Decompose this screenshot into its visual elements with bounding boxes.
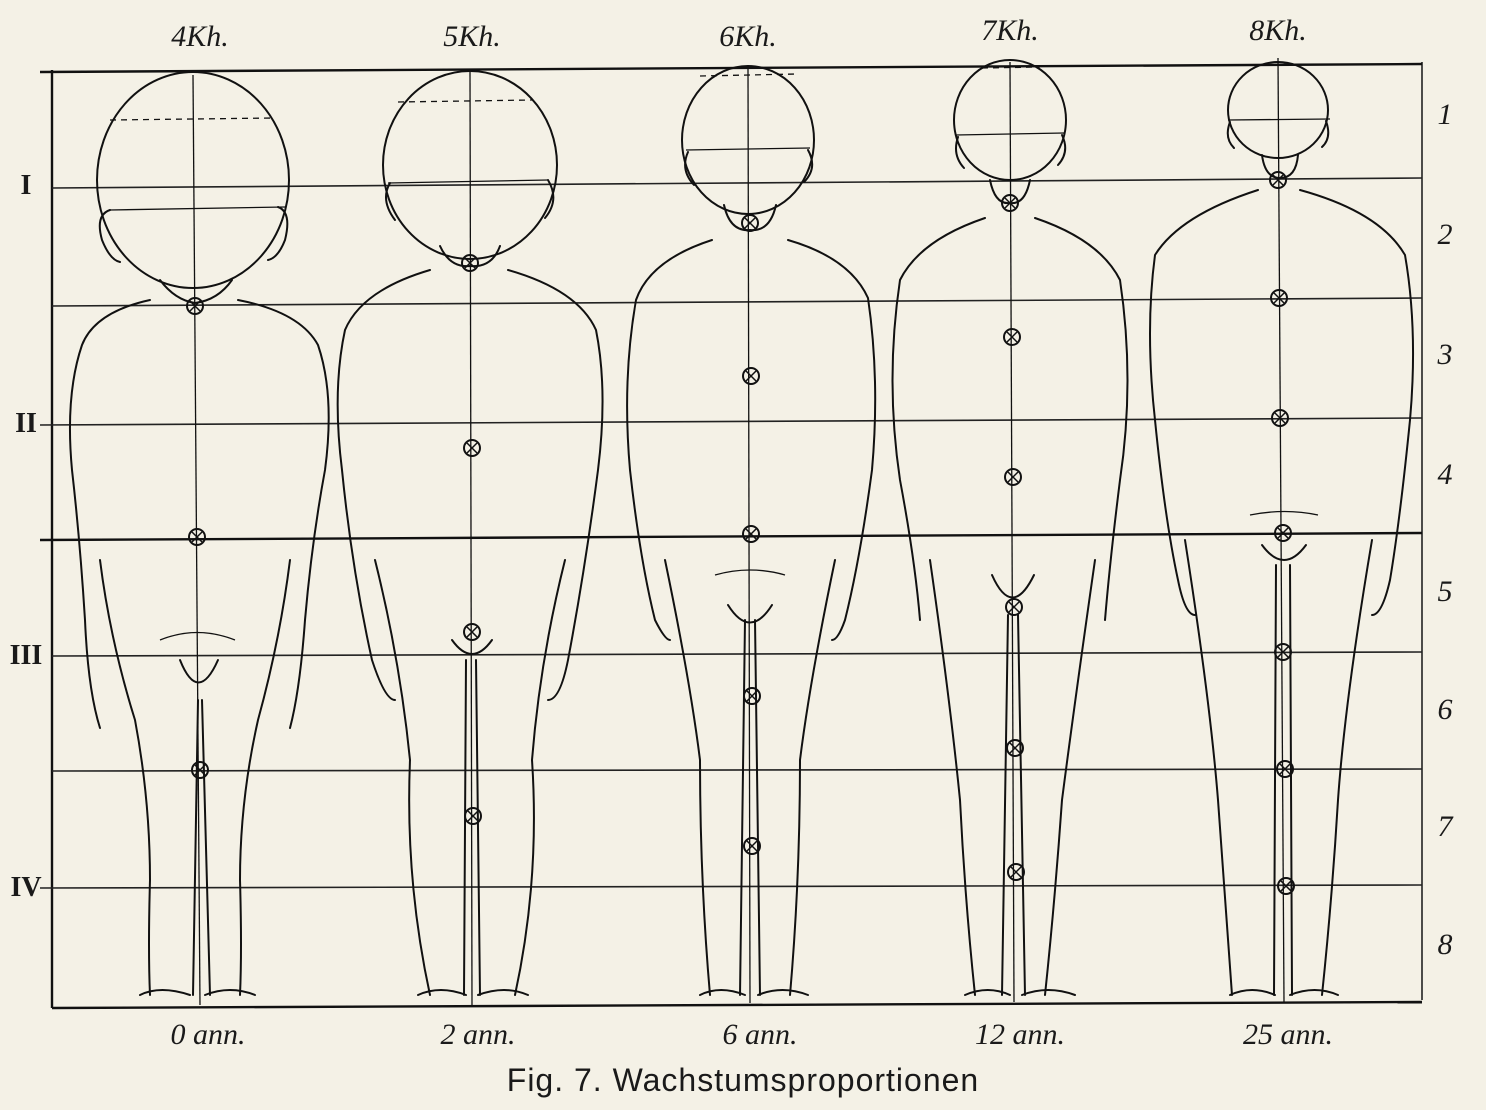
right-scale-label: 1 [1430, 98, 1460, 132]
roman-scale-label: II [6, 408, 46, 440]
proportion-marker-cross [468, 811, 478, 821]
age-label: 0 ann. [128, 1018, 288, 1052]
proportion-marker-cross [467, 443, 477, 453]
proportion-marker-cross [745, 218, 755, 228]
figure-age-6 [627, 66, 875, 995]
center-lines [193, 58, 1284, 1005]
proportion-marker-cross [1007, 332, 1017, 342]
proportion-marker-cross [1009, 602, 1019, 612]
head-height-label: 8Kh. [1198, 14, 1358, 48]
proportion-marker-cross [1010, 743, 1020, 753]
head-height-label: 5Kh. [392, 20, 552, 54]
right-scale-label: 5 [1430, 575, 1460, 609]
proportion-marker-cross [747, 841, 757, 851]
head-height-label: 4Kh. [120, 20, 280, 54]
right-scale-label: 2 [1430, 218, 1460, 252]
age-label: 2 ann. [398, 1018, 558, 1052]
proportion-marker-cross [467, 627, 477, 637]
proportion-marker-cross [1273, 175, 1283, 185]
age-label: 25 ann. [1208, 1018, 1368, 1052]
proportion-marker-cross [1011, 867, 1021, 877]
roman-scale-label: I [6, 170, 46, 202]
age-label: 12 ann. [940, 1018, 1100, 1052]
proportion-marker-cross [746, 371, 756, 381]
roman-scale-label: IV [6, 872, 46, 904]
right-scale-label: 3 [1430, 338, 1460, 372]
proportion-markers [187, 172, 1294, 894]
right-scale-label: 8 [1430, 928, 1460, 962]
figure-caption: Fig. 7. Wachstumsproportionen [0, 1062, 1486, 1099]
right-scale-label: 4 [1430, 458, 1460, 492]
head-height-label: 6Kh. [668, 20, 828, 54]
right-scale-label: 6 [1430, 693, 1460, 727]
right-scale-label: 7 [1430, 810, 1460, 844]
proportion-marker-cross [1008, 472, 1018, 482]
head-height-label: 7Kh. [930, 14, 1090, 48]
age-label: 6 ann. [680, 1018, 840, 1052]
roman-scale-label: III [6, 640, 46, 672]
